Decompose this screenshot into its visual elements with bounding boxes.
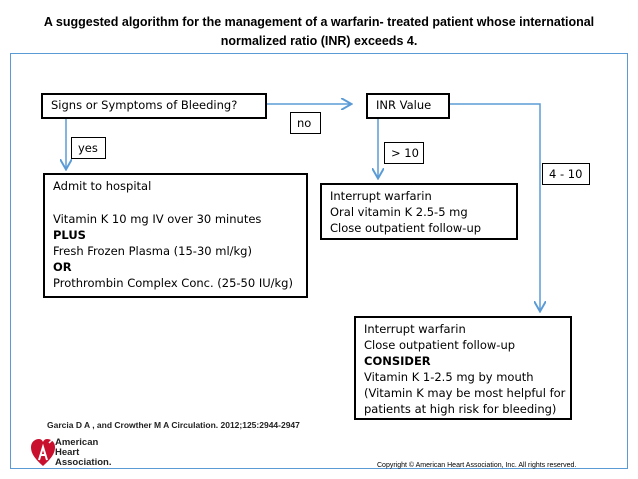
edge-label-4-10: 4 - 10 — [542, 163, 590, 185]
consider-line5: (Vitamin K may be most helpful for — [364, 386, 566, 400]
slide-title: A suggested algorithm for the management… — [0, 13, 638, 51]
aha-logo-wordmark: American Heart Association. — [55, 438, 112, 468]
copyright-notice: Copyright © American Heart Association, … — [377, 462, 577, 469]
admit-line3: PLUS — [53, 228, 86, 242]
logo-line1: American — [55, 437, 99, 448]
inr-value-box: INR Value — [366, 93, 450, 119]
edge-label-no: no — [290, 112, 321, 134]
consider-line3: CONSIDER — [364, 354, 431, 368]
edge-label-yes: yes — [71, 137, 106, 159]
interrupt-line2: Oral vitamin K 2.5-5 mg — [330, 205, 468, 219]
consider-line1: Interrupt warfarin — [364, 322, 466, 336]
figure-frame — [10, 53, 628, 469]
inr-value-text: INR Value — [376, 98, 432, 112]
consider-line4: Vitamin K 1-2.5 mg by mouth — [364, 370, 534, 384]
admit-hospital-box: Admit to hospital Vitamin K 10 mg IV ove… — [43, 173, 308, 298]
slide-title-line2: normalized ratio (INR) exceeds 4. — [220, 34, 418, 48]
citation: Garcia D A , and Crowther M A Circulatio… — [47, 420, 300, 430]
admit-line2: Vitamin K 10 mg IV over 30 minutes — [53, 212, 262, 226]
consider-line6: patients at high risk for bleeding) — [364, 402, 557, 416]
interrupt-line3: Close outpatient follow-up — [330, 221, 482, 235]
logo-line2: Heart — [55, 447, 80, 458]
admit-line4: Fresh Frozen Plasma (15-30 ml/kg) — [53, 244, 252, 258]
admit-line6: Prothrombin Complex Conc. (25-50 IU/kg) — [53, 276, 293, 290]
logo-line3: Association. — [55, 457, 112, 468]
bleeding-question-box: Signs or Symptoms of Bleeding? — [41, 93, 267, 119]
interrupt-line1: Interrupt warfarin — [330, 189, 432, 203]
admit-line5: OR — [53, 260, 72, 274]
consider-box: Interrupt warfarin Close outpatient foll… — [354, 316, 572, 420]
slide-title-line1: A suggested algorithm for the management… — [43, 15, 595, 29]
interrupt-warfarin-box: Interrupt warfarin Oral vitamin K 2.5-5 … — [320, 183, 518, 240]
edge-label-gt10: > 10 — [384, 142, 424, 164]
consider-line2: Close outpatient follow-up — [364, 338, 516, 352]
arrow-4-10 — [450, 103, 540, 310]
bleeding-question-text: Signs or Symptoms of Bleeding? — [51, 98, 238, 112]
aha-heart-logo-icon — [31, 439, 55, 466]
admit-line1: Admit to hospital — [53, 179, 152, 193]
